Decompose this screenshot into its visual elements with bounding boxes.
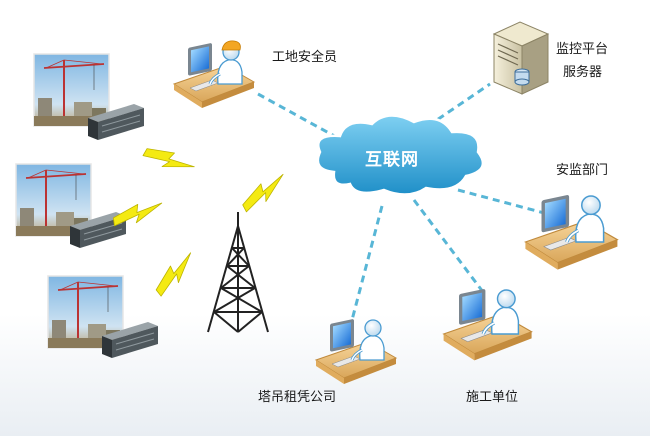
lightning-icon bbox=[149, 250, 201, 297]
safety-dept-workstation bbox=[523, 192, 620, 272]
workstation-icon bbox=[314, 317, 398, 386]
link-safety-officer bbox=[257, 92, 339, 140]
safety-officer-label: 工地安全员 bbox=[272, 50, 338, 65]
wireless-signals bbox=[111, 139, 291, 297]
crane-rental-label: 塔吊租凭公司 bbox=[258, 390, 337, 405]
server-label-line1: 监控平台 bbox=[556, 42, 609, 57]
lightning-icon bbox=[111, 200, 165, 227]
safety-officer-workstation bbox=[172, 40, 256, 110]
field-device-1 bbox=[33, 53, 145, 141]
safety-dept-label: 安监部门 bbox=[556, 163, 609, 178]
signal-tower-icon bbox=[207, 212, 269, 333]
construction-unit-workstation bbox=[441, 287, 534, 363]
construction-unit-label: 施工单位 bbox=[466, 390, 519, 405]
workstation-icon bbox=[523, 192, 620, 272]
hard-hat-icon bbox=[221, 40, 241, 51]
lightning-icon bbox=[142, 139, 196, 181]
internet-label: 互联网 bbox=[365, 150, 419, 170]
workstation-icon bbox=[441, 287, 534, 363]
link-construction-unit bbox=[412, 199, 488, 297]
link-crane-rental bbox=[350, 205, 384, 321]
server-label-line2: 服务器 bbox=[563, 65, 603, 80]
crane-rental-workstation bbox=[314, 317, 398, 386]
lightning-icon bbox=[237, 172, 291, 213]
field-device-2 bbox=[15, 163, 127, 249]
link-safety-dept bbox=[457, 188, 549, 216]
server-icon bbox=[492, 21, 550, 95]
field-device-3 bbox=[47, 275, 159, 359]
internet-cloud bbox=[316, 114, 485, 196]
workstation-icon bbox=[172, 41, 256, 110]
